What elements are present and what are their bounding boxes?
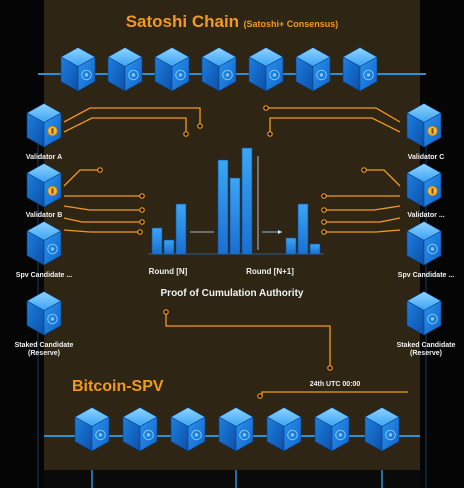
- trace-right-6: [326, 217, 401, 223]
- trace-left-7: [63, 229, 138, 233]
- bitcoin-icon: [175, 69, 186, 81]
- coin-icon: [427, 125, 438, 137]
- top-chain-block-2: [154, 47, 190, 92]
- validator-label-left-3: Staked Candidate (Reserve): [14, 342, 74, 357]
- top-chain-block-1: [107, 47, 143, 92]
- bottom-chain-block-6: [364, 407, 400, 452]
- title-main: Satoshi Chain: [125, 12, 240, 31]
- coin-icon: [427, 185, 438, 197]
- validator-label-right-1: Validator ...: [407, 212, 445, 219]
- block-cubes: [26, 47, 442, 452]
- validator-left-2: [26, 221, 62, 266]
- validator-right-2: [406, 221, 442, 266]
- bar-r-0: [285, 237, 297, 255]
- bar-r-2: [309, 243, 321, 255]
- title-sub: (Satoshi+ Consensus): [243, 19, 339, 29]
- top-chain-block-6: [342, 47, 378, 92]
- bitcoin-icon: [287, 429, 298, 441]
- bottom-chain-block-2: [170, 407, 206, 452]
- top-chain-block-4: [248, 47, 284, 92]
- bottom-chain-block-1: [122, 407, 158, 452]
- bitcoin-icon: [47, 243, 58, 255]
- diagram-title: Satoshi Chain (Satoshi+ Consensus): [0, 12, 464, 32]
- bottom-chain-block-5: [314, 407, 350, 452]
- trace-left-6: [63, 217, 140, 223]
- validator-label-right-2: Spv Candidate ...: [397, 272, 455, 279]
- bottom-chain-block-4: [266, 407, 302, 452]
- trace-right-7: [326, 229, 401, 233]
- bitcoin-icon: [95, 429, 106, 441]
- coin-icon: [47, 185, 58, 197]
- bitcoin-icon: [269, 69, 280, 81]
- trace-lower-1: [165, 312, 331, 366]
- lock-icon: [47, 313, 58, 325]
- lock-icon: [427, 313, 438, 325]
- bitcoin-icon: [128, 69, 139, 81]
- validator-label-right-3: Staked Candidate (Reserve): [396, 342, 456, 357]
- trace-right-3: [366, 169, 401, 187]
- bitcoin-icon: [191, 429, 202, 441]
- bar-n1-0: [217, 159, 229, 255]
- top-chain-block-5: [295, 47, 331, 92]
- bitcoin-icon: [81, 69, 92, 81]
- validator-left-0: [26, 103, 62, 148]
- round-label-n: Round [N]: [148, 267, 188, 276]
- validator-label-right-0: Validator C: [407, 154, 445, 161]
- center-title: Proof of Cumulation Authority: [160, 288, 304, 299]
- trace-right-2: [269, 117, 401, 133]
- bitcoin-icon: [427, 243, 438, 255]
- bar-n1-1: [229, 177, 241, 255]
- circuit-traces: [63, 105, 408, 399]
- bottom-title: Bitcoin-SPV: [72, 378, 164, 395]
- bitcoin-icon: [385, 429, 396, 441]
- trace-right-5: [326, 205, 401, 211]
- block-icon: [363, 69, 374, 81]
- bitcoin-icon: [239, 429, 250, 441]
- trace-left-3: [63, 169, 98, 187]
- validator-right-1: [406, 163, 442, 208]
- top-chain-block-0: [60, 47, 96, 92]
- bitcoin-icon: [222, 69, 233, 81]
- validator-left-1: [26, 163, 62, 208]
- timestamp-label: 24th UTC 00:00: [309, 381, 361, 388]
- bitcoin-icon: [316, 69, 327, 81]
- bar-n-1: [163, 239, 175, 255]
- validator-right-0: [406, 103, 442, 148]
- lock-icon: [47, 125, 58, 137]
- bar-n-2: [175, 203, 187, 255]
- trace-right-1: [268, 107, 401, 123]
- round-label-n1: Round [N+1]: [246, 267, 294, 276]
- validator-label-left-2: Spv Candidate ...: [15, 272, 73, 279]
- validator-label-left-1: Validator B: [25, 212, 63, 219]
- bar-chart: [148, 147, 324, 255]
- bar-n-0: [151, 227, 163, 255]
- validator-left-3: [26, 291, 62, 336]
- arrow-head-icon: [278, 230, 282, 234]
- bottom-chain-block-0: [74, 407, 110, 452]
- validator-right-3: [406, 291, 442, 336]
- bottom-chain-block-3: [218, 407, 254, 452]
- bar-n1-2: [241, 147, 253, 255]
- bitcoin-icon: [335, 429, 346, 441]
- trace-left-1: [63, 107, 201, 124]
- trace-left-5: [63, 205, 140, 211]
- bar-r-1: [297, 203, 309, 255]
- top-chain-block-3: [201, 47, 237, 92]
- trace-left-2: [63, 117, 187, 133]
- validator-label-left-0: Validator A: [25, 154, 63, 161]
- bitcoin-icon: [143, 429, 154, 441]
